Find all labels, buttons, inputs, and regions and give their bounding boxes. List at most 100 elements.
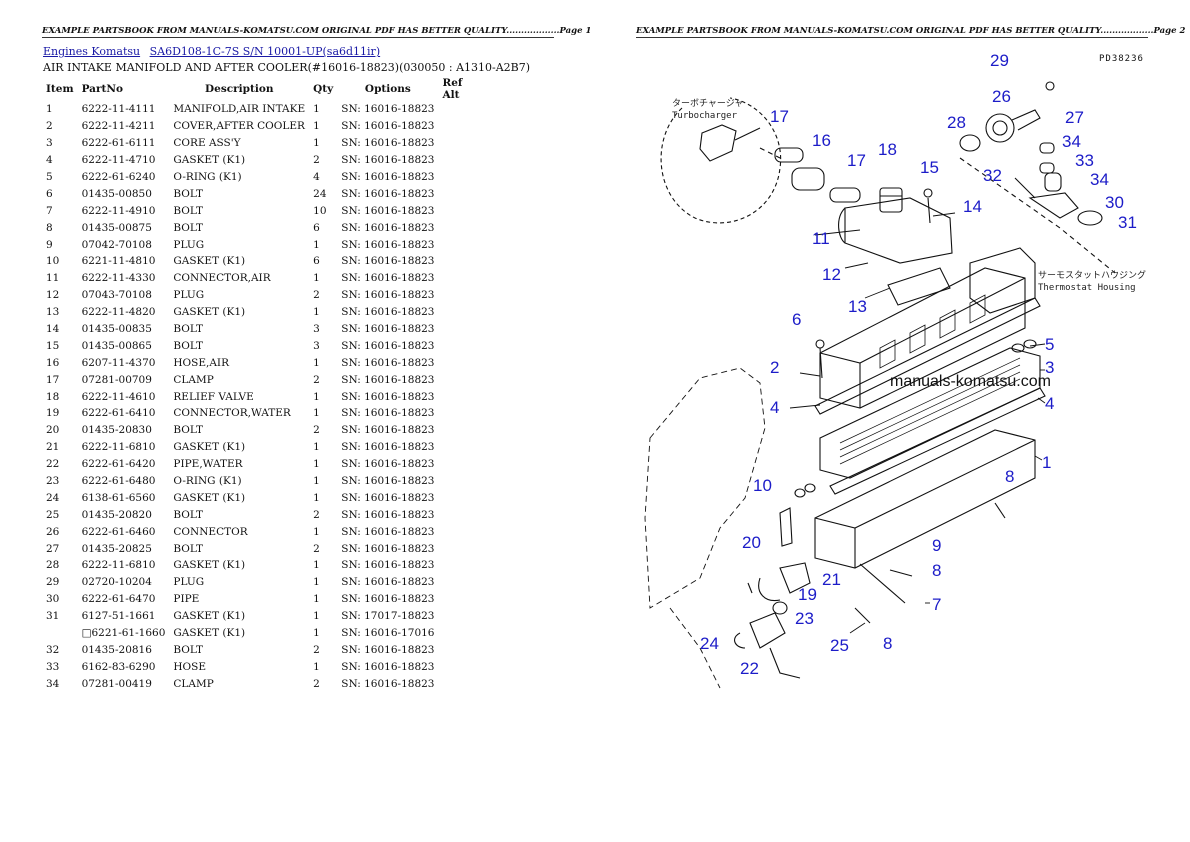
cell-qty: 6 [313, 221, 320, 234]
cell-qty: 10 [313, 204, 327, 217]
cell-description: O-RING (K1) [173, 475, 242, 488]
cell-ref-alt [438, 540, 486, 557]
cell-item: 26 [46, 525, 60, 538]
callout-17b: 17 [847, 151, 866, 170]
cell-partno: 07043-70108 [81, 289, 152, 302]
callout-24: 24 [700, 634, 719, 653]
cell-description: HOSE [173, 660, 207, 673]
cell-description: CORE ASS'Y [173, 137, 241, 150]
cell-qty: 2 [313, 289, 320, 302]
callout-8: 8 [1005, 467, 1014, 486]
callout-4: 4 [770, 398, 779, 417]
cell-description: RELIEF VALVE [173, 390, 254, 403]
cell-item: 21 [46, 441, 60, 454]
cell-item: 30 [46, 593, 60, 606]
cell-ref-alt [438, 101, 486, 118]
cell-ref-alt [438, 557, 486, 574]
cell-options: SN: 16016-18823 [341, 643, 435, 656]
callout-12: 12 [822, 265, 841, 284]
cell-item: 3 [46, 137, 53, 150]
callout-32: 32 [983, 166, 1002, 185]
cell-qty: 1 [313, 593, 320, 606]
cell-item [42, 625, 78, 642]
cell-description: BOLT [173, 508, 204, 521]
cell-ref-alt [438, 270, 486, 287]
breadcrumb-engines-link[interactable]: Engines Komatsu [43, 45, 141, 58]
diagram-code: PD38236 [1099, 54, 1144, 64]
cell-description: GASKET (K1) [173, 491, 246, 504]
cell-description: BOLT [173, 542, 204, 555]
cell-partno: 01435-20830 [81, 424, 152, 437]
cell-partno: 02720-10204 [81, 576, 152, 589]
cell-partno: 6222-61-6460 [81, 525, 156, 538]
cell-partno: 01435-00865 [81, 339, 152, 352]
cell-options: SN: 16016-18823 [341, 187, 435, 200]
cell-options: SN: 16016-18823 [341, 255, 435, 268]
callout-13: 13 [848, 297, 867, 316]
cell-options: SN: 16016-18823 [341, 677, 435, 690]
cell-description: GASKET (K1) [173, 255, 246, 268]
page1-header: EXAMPLE PARTSBOOK FROM MANUALS-KOMATSU.C… [42, 26, 592, 38]
cell-options: SN: 16016-18823 [341, 323, 435, 336]
cell-qty: 1 [313, 627, 320, 640]
thermostat-en-label: Thermostat Housing [1038, 283, 1136, 293]
cell-ref-alt [438, 135, 486, 152]
cell-ref-alt [438, 658, 486, 675]
cell-options: SN: 16016-18823 [341, 576, 435, 589]
cell-item: 7 [46, 204, 53, 217]
cell-qty: 2 [313, 373, 320, 386]
cell-qty: 4 [313, 171, 320, 183]
cell-options: SN: 16016-18823 [341, 103, 435, 116]
cell-partno: 01435-20816 [81, 643, 152, 656]
cell-partno: 6222-61-6480 [81, 475, 156, 488]
cell-description: O-RING (K1) [173, 171, 242, 183]
breadcrumb-model-link[interactable]: SA6D108-1C-7S S/N 10001-UP(sa6d11ir) [149, 45, 381, 58]
cell-description: BOLT [173, 643, 204, 656]
cell-qty: 1 [313, 272, 320, 285]
turbocharger-jp-label: ターボチャージャ [672, 98, 743, 109]
cell-partno: 6221-11-4810 [81, 255, 156, 268]
cell-partno: 6222-11-4111 [81, 103, 156, 116]
parts-table: Item PartNo Description Qty Options Ref … [42, 77, 486, 692]
cell-options: SN: 16016-18823 [341, 660, 435, 673]
cell-item: 29 [46, 576, 60, 589]
cell-qty: 2 [313, 542, 320, 555]
page-subtitle: AIR INTAKE MANIFOLD AND AFTER COOLER(#16… [43, 61, 531, 74]
parts-diagram: ターボチャージャ Turbocharger サーモスタットハウジング Therm… [644, 51, 1146, 689]
cell-partno: 07042-70108 [81, 238, 152, 251]
callout-9: 9 [932, 536, 941, 555]
cell-qty: 1 [313, 407, 320, 420]
callout-14: 14 [963, 197, 982, 216]
cell-description: GASKET (K1) [173, 441, 246, 454]
cell-options: SN: 16016-18823 [341, 475, 435, 488]
cell-ref-alt [438, 608, 486, 625]
cell-ref-alt [438, 169, 486, 186]
cell-description: PLUG [173, 238, 205, 251]
cell-item: 14 [46, 323, 60, 336]
column-header-qty: Qty [313, 83, 334, 95]
cell-partno: 6222-61-6410 [81, 407, 156, 420]
cell-ref-alt [438, 304, 486, 321]
cell-ref-alt [438, 405, 486, 422]
cell-description: CONNECTOR [173, 525, 248, 538]
callout-33: 33 [1075, 151, 1094, 170]
cell-qty: 2 [313, 643, 320, 656]
cell-partno: 07281-00709 [81, 373, 152, 386]
callout-22: 22 [740, 659, 759, 678]
cell-qty: 3 [313, 339, 320, 352]
cell-item: 12 [46, 289, 60, 302]
cell-description: BOLT [173, 221, 204, 234]
